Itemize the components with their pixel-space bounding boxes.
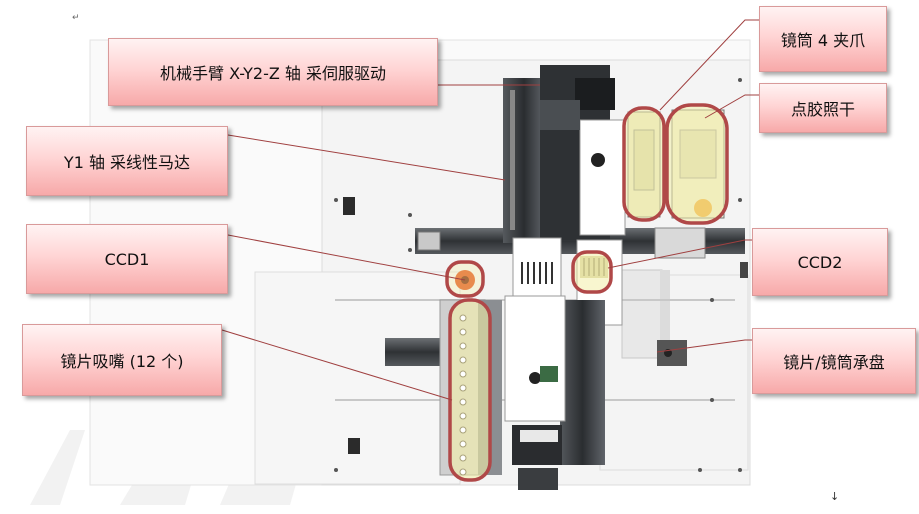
callout-nozzle: 镜片吸嘴 (12 个) <box>22 324 222 396</box>
callout-ccd2: CCD2 <box>752 228 888 296</box>
highlight-gripper <box>622 106 666 222</box>
highlight-ccd1 <box>445 260 485 298</box>
leader-tray <box>656 339 752 353</box>
y2-axis-column <box>504 295 605 490</box>
callout-arm-label: 机械手臂 X-Y2-Z 轴 采伺服驱动 <box>160 64 386 83</box>
callout-tray: 镜片/镜筒承盘 <box>752 328 916 394</box>
leader-ccd2 <box>607 239 752 269</box>
nozzle-dots <box>459 314 467 476</box>
y1-axis-rail <box>503 78 545 243</box>
callout-y1-label: Y1 轴 采线性马达 <box>63 153 191 172</box>
callout-tray-label: 镜片/镜筒承盘 <box>783 353 885 372</box>
leader-ccd1 <box>227 234 466 281</box>
leader-y1 <box>227 134 506 181</box>
gantry-upper <box>540 65 626 240</box>
callout-ccd1: CCD1 <box>26 224 228 294</box>
highlight-ccd2 <box>571 250 613 294</box>
callout-arm: 机械手臂 X-Y2-Z 轴 采伺服驱动 <box>108 38 438 106</box>
callout-glue-label: 点胶照干 <box>790 100 855 119</box>
leader-nozzle <box>221 329 453 401</box>
callout-ccd1-label: CCD1 <box>104 249 150 269</box>
highlight-nozzles <box>448 298 492 482</box>
callout-nozzle-label: 镜片吸嘴 (12 个) <box>60 352 184 371</box>
callout-gripper: 镜筒 4 夹爪 <box>759 6 887 72</box>
callout-ccd2-label: CCD2 <box>797 252 843 272</box>
paragraph-mark-bottom: ↓ <box>830 490 839 503</box>
leader-glue <box>704 94 759 119</box>
leader-lines <box>221 19 759 401</box>
callout-y1: Y1 轴 采线性马达 <box>26 126 228 196</box>
leader-gripper <box>659 19 759 111</box>
tray-bracket <box>657 340 687 366</box>
callout-gripper-label: 镜筒 4 夹爪 <box>780 31 866 50</box>
callout-glue: 点胶照干 <box>759 83 887 133</box>
paragraph-mark-top: ↵ <box>72 13 80 23</box>
highlight-glue <box>665 103 729 225</box>
center-head <box>512 237 562 299</box>
